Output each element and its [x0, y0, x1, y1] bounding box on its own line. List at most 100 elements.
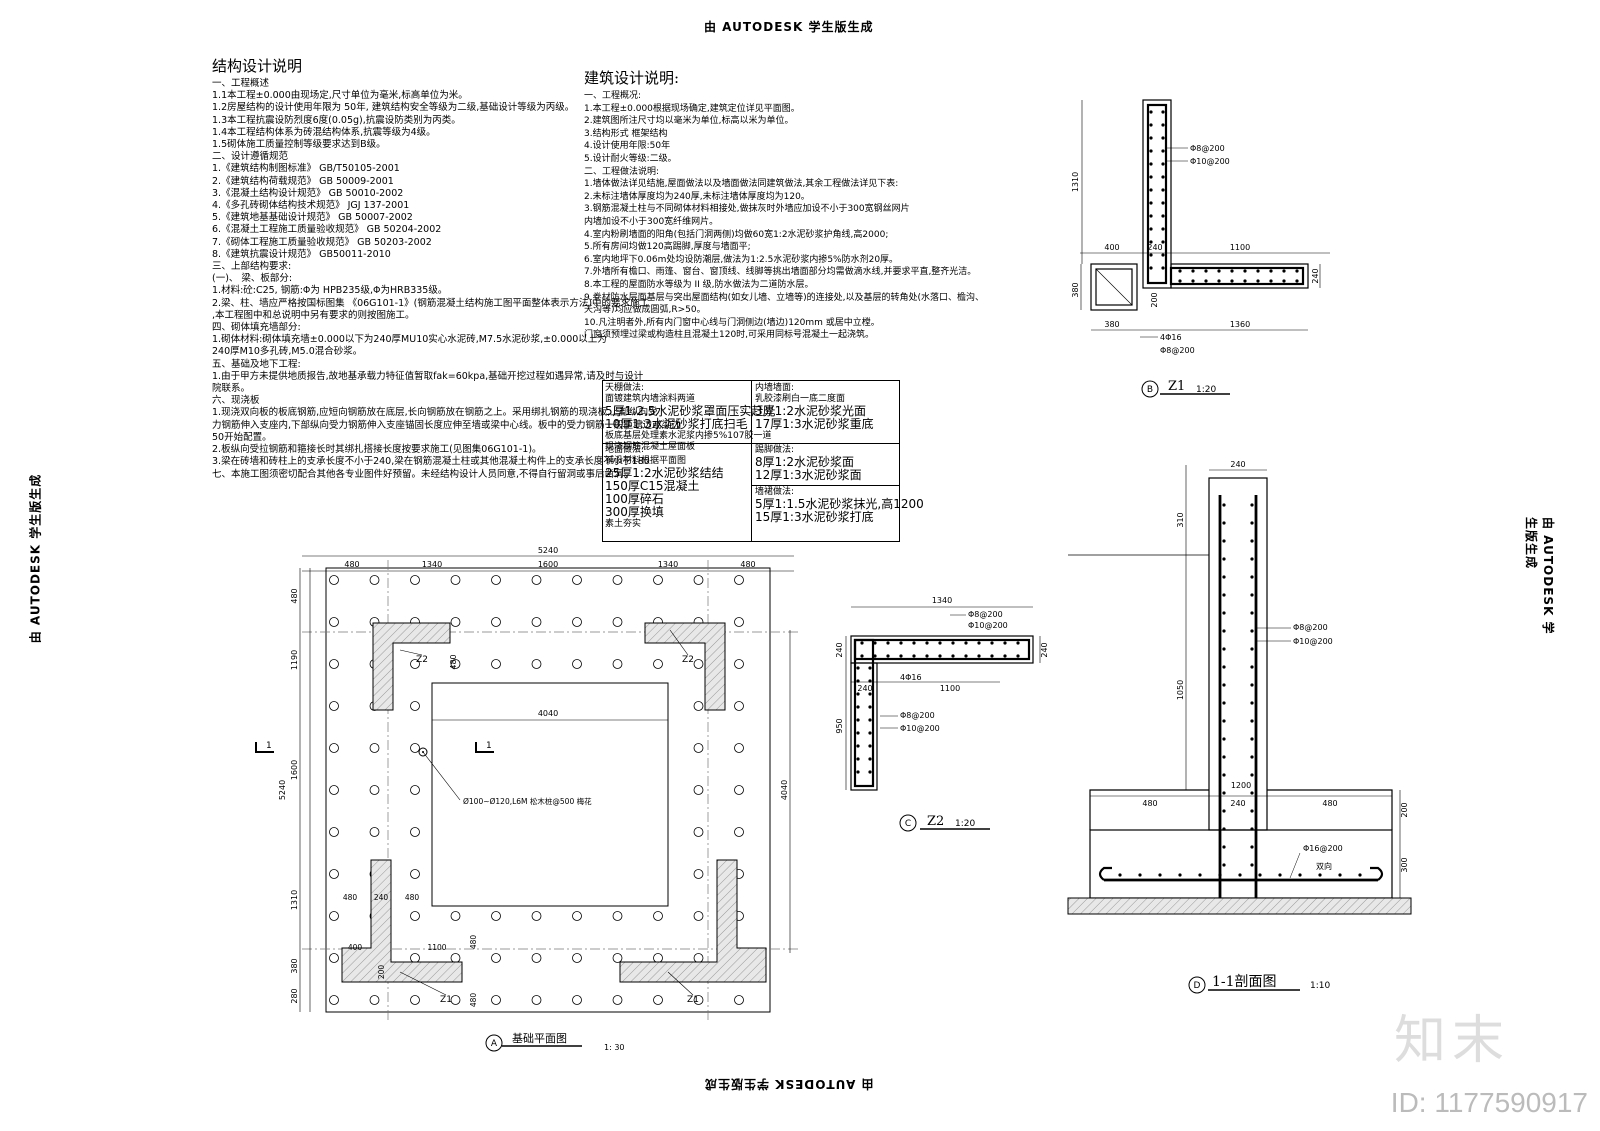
rebar-dot [1250, 593, 1254, 597]
pile-marker [734, 785, 744, 795]
rebar-dot [1250, 539, 1254, 543]
rebar-dot [1250, 647, 1254, 651]
finish-table-line: 铺设材料根据平面图 [605, 456, 687, 466]
image-id: ID: 1177590917 [1390, 1087, 1588, 1118]
z2-footing-top-left [372, 622, 451, 711]
z1-footing-bottom-right [619, 859, 767, 983]
z1-dim-380b: 380 [1104, 320, 1119, 329]
rebar-dot [1178, 279, 1182, 283]
foundation-plan-marker [485, 1034, 503, 1052]
pile-marker [491, 659, 501, 669]
rebar-dot [1161, 136, 1165, 140]
rebar-dot [1161, 201, 1165, 205]
rebar-dot [1250, 683, 1254, 687]
section-dim-1050: 1050 [1176, 680, 1185, 700]
z1-marker [1141, 380, 1159, 398]
rebar-dot [1230, 269, 1234, 273]
rebar-dot [1222, 701, 1226, 705]
z1-dim-e: 1100 [427, 943, 446, 952]
rebar-dot [1256, 269, 1260, 273]
pile-marker [329, 743, 339, 753]
rebar-dot [1222, 737, 1226, 741]
struct-notes-line: 240厚M10多孔砖,M5.0混合砂浆。 [212, 346, 363, 358]
struct-notes-line: 五、基础及地下工程: [212, 358, 301, 370]
pile-marker [693, 953, 704, 963]
z1-dim-1360: 1360 [1230, 320, 1250, 329]
struct-notes-line: 1.由于甲方未提供地质报告,故地基承载力特征值暂取fak=60kpa,基础开挖过… [212, 370, 644, 382]
rebar-dot [1161, 227, 1165, 231]
section-dim-200: 200 [1400, 802, 1409, 817]
z2-detail: 1340 240 240 1100 950 240 Φ8@200 Φ10@200… [835, 596, 1049, 832]
finish-table-line: 3厚1:2水泥砂浆光面 [755, 404, 866, 418]
rebar-dot [1016, 641, 1020, 645]
pile-marker [369, 785, 380, 795]
rebar-dot [951, 654, 955, 658]
struct-notes-line: 三、上部结构要求: [212, 261, 292, 273]
pile-marker [329, 827, 339, 837]
pile-marker [612, 911, 623, 921]
rebar-dot [1161, 240, 1165, 244]
pile-marker [653, 995, 663, 1005]
z2-dim-1100: 1100 [940, 684, 960, 693]
pile-marker [572, 659, 582, 669]
rebar-dot [1269, 279, 1273, 283]
rebar-dot [899, 641, 903, 645]
finish-table-line: 内墙墙面: [755, 383, 795, 393]
dim-left-1: 480 [290, 588, 299, 603]
struct-notes-line: 四、砌体填充墙部分: [212, 322, 301, 334]
foundation-plan-scale: 1: 30 [604, 1043, 625, 1052]
rebar-dot [1243, 269, 1247, 273]
section-marker [1188, 976, 1206, 994]
z1-dim-240r: 240 [1311, 268, 1320, 283]
pile-marker [612, 995, 623, 1005]
rebar-dot [990, 641, 994, 645]
rebar-dot [1222, 755, 1226, 759]
finish-table-line: 25厚1:2水泥砂浆结结 [605, 466, 724, 480]
rebar-dot [1250, 665, 1254, 669]
finish-table-line: 12厚1:3水泥砂浆面 [755, 468, 862, 482]
pile-marker [693, 701, 704, 711]
rebar-dot [1250, 503, 1254, 507]
pile-marker [450, 575, 461, 585]
pile-marker [531, 911, 542, 921]
rebar-dot [1298, 873, 1302, 877]
pile-marker [410, 659, 420, 669]
rebar-dot [1250, 755, 1254, 759]
z1-marker-label: B [1147, 385, 1153, 395]
rebar-dot [1278, 873, 1282, 877]
section-scale: 1:10 [1310, 981, 1330, 991]
struct-notes-line: 1.《建筑结构制图标准》 GB/T50105-2001 [212, 163, 400, 175]
foundation-plan-marker-label: A [491, 1039, 498, 1049]
pile-marker [329, 575, 339, 585]
arch-notes-line: 4.设计使用年限:50年 [584, 141, 671, 152]
rebar-dot [1358, 873, 1362, 877]
pile-marker [329, 617, 339, 627]
pile-marker [491, 953, 501, 963]
struct-notes-line: 七、本施工图须密切配合其他各专业图件好预留。未经结构设计人员同意,不得自行留洞或… [212, 468, 634, 480]
watermark-top: 由 AUTODESK 学生版生成 [704, 20, 874, 34]
pile-marker [572, 953, 582, 963]
rebar-dot [925, 641, 929, 645]
pile-marker [410, 911, 420, 921]
pile-marker [653, 659, 663, 669]
rebar-dot [977, 641, 981, 645]
rebar-dot [1217, 279, 1221, 283]
z1-rebar-d: Φ8@200 [1160, 346, 1195, 355]
dim-top-5: 480 [740, 560, 755, 569]
finish-table-line: 15厚1:3水泥砂浆打底 [755, 510, 874, 524]
section-rebar-d: 双向 [1316, 861, 1332, 871]
arch-notes-line: 3.钢筋混凝土柱与不同砌体材料相接处,做抹灰时外墙应加设不小于300宽钢丝网片 [584, 204, 910, 215]
struct-notes-line: (一)、 梁、板部分: [212, 273, 293, 285]
pile-marker [693, 575, 704, 585]
pile-grid [329, 575, 744, 1005]
pile-marker [734, 827, 744, 837]
z1-rebar-c: 4Φ16 [1160, 333, 1182, 342]
struct-notes-line: 六、现浇板 [212, 395, 260, 407]
arch-notes-line: 1.墙体做法详见结施,屋面做法以及墙面做法同建筑做法,其余工程做法详见下表: [584, 179, 899, 190]
rebar-dot [1250, 719, 1254, 723]
rebar-dot [856, 666, 860, 670]
rebar-dot [1295, 279, 1299, 283]
rebar-dot [1295, 269, 1299, 273]
rebar-dot [1230, 279, 1234, 283]
